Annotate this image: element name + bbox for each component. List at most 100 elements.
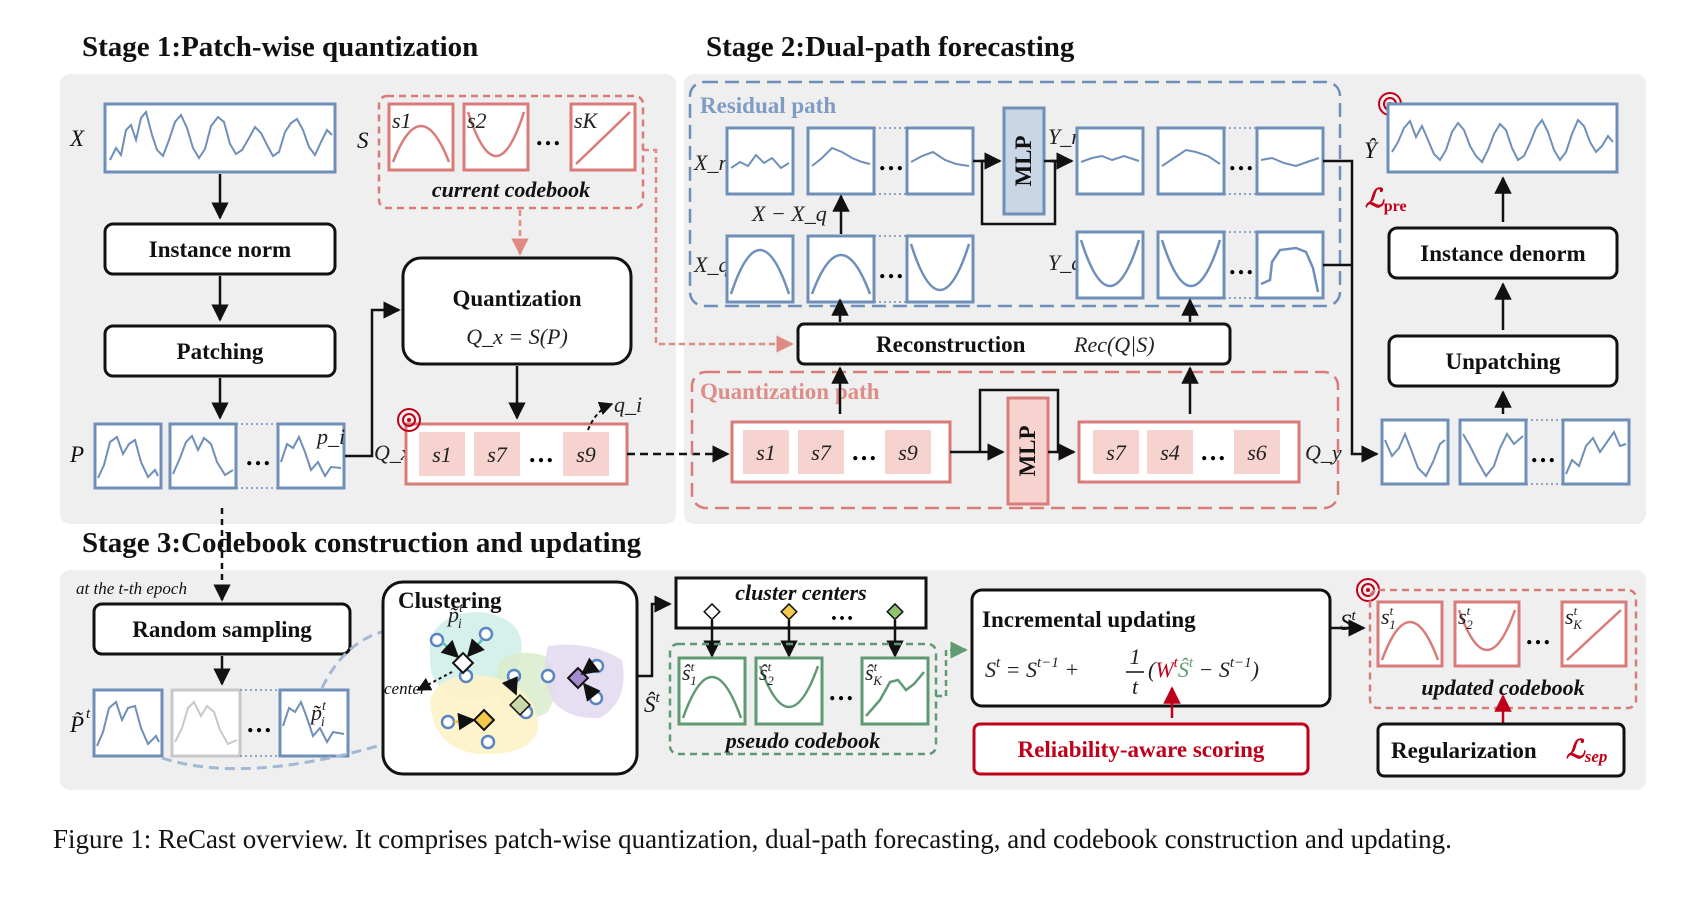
xr-patch-3 <box>905 126 975 196</box>
qpath-in-token-2-text: s7 <box>811 440 832 465</box>
patch-i <box>276 422 346 490</box>
random-sampling-label: Random sampling <box>132 617 312 642</box>
s-hat-text: Ŝ <box>644 691 656 717</box>
current-codebook-caption: current codebook <box>432 177 590 202</box>
qpath-out-token-1-text: s7 <box>1106 440 1127 465</box>
sampled-patches-superscript: t <box>86 706 91 722</box>
stage3-title: Stage 3:Codebook construction and updati… <box>82 527 642 559</box>
codebook-token-k: sK <box>574 108 599 133</box>
patching-label: Patching <box>177 339 264 364</box>
sampled-patch-1 <box>92 688 164 758</box>
output-patch-ellipsis: … <box>1530 439 1556 468</box>
qpath-out-ellipsis: … <box>1200 437 1226 466</box>
qx-token-1 <box>419 432 465 476</box>
qpath-in-token-3-text: s9 <box>898 440 918 465</box>
incremental-updating-box <box>970 588 1332 708</box>
quantization-title: Quantization <box>452 286 581 311</box>
yr-patch-1 <box>1075 126 1145 196</box>
xq-patch-1 <box>725 234 795 304</box>
xr-label: X_r <box>693 150 727 175</box>
output-patch-3 <box>1561 418 1631 486</box>
cluster-centers-box <box>674 576 928 630</box>
regularization-box <box>1376 722 1626 778</box>
qpath-in-token-3 <box>885 430 931 474</box>
svg-text:1: 1 <box>1130 644 1141 669</box>
qpath-out-token-2-text: s4 <box>1160 440 1180 465</box>
incremental-updating-title: Incremental updating <box>982 607 1196 632</box>
qpath-in-token-2 <box>798 430 844 474</box>
instance-norm-box <box>103 222 337 276</box>
reconstruction-formula: Rec(Q|S) <box>1073 332 1155 357</box>
qpath-out-token-1 <box>1093 430 1139 474</box>
qx-ellipsis: … <box>528 439 554 468</box>
qpath-in-ellipsis: … <box>851 437 877 466</box>
input-series-box <box>103 102 337 174</box>
center-marker-teal <box>703 602 721 621</box>
input-label: X <box>69 126 85 151</box>
reconstruction-box <box>796 322 1232 366</box>
patch-1-wave <box>97 435 159 479</box>
patch-i-wave <box>280 434 342 478</box>
qx-token-2-text: s7 <box>487 442 508 467</box>
sampled-patch-ellipsis: … <box>246 709 272 738</box>
reconstruction-label: Reconstruction <box>876 332 1026 357</box>
pseudo-entry-k <box>860 656 930 726</box>
regularization-label: Regularization <box>1391 738 1537 763</box>
quantization-path-title: Quantization path <box>700 379 880 404</box>
instance-denorm-box <box>1387 226 1619 280</box>
reliability-scoring-box <box>972 722 1310 776</box>
cluster-center-green <box>509 694 531 716</box>
pseudo-ellipsis: … <box>828 677 854 706</box>
quantization-path-frame <box>690 370 1340 510</box>
updated-entry-2 <box>1453 600 1521 668</box>
yr-label: Y_r <box>1048 124 1080 149</box>
center-marker-yellow <box>780 602 798 621</box>
codebook-ellipsis: … <box>535 122 561 151</box>
qpath-out-token-3-text: s6 <box>1247 440 1267 465</box>
sampled-patch-2 <box>170 688 242 758</box>
epoch-note: at the t-th epoch <box>76 579 187 598</box>
yq-patch-3 <box>1255 230 1325 300</box>
qpath-out-token-2 <box>1147 430 1193 474</box>
xq-patch-2 <box>806 234 876 304</box>
xq-ellipsis: … <box>878 255 904 284</box>
forecast-series-wave <box>1391 118 1614 164</box>
xq-patch-3 <box>905 234 975 304</box>
center-label: center <box>384 679 427 698</box>
svg-text:St = St−1 +: St = St−1 + <box>985 655 1079 682</box>
xr-patch-1 <box>725 126 795 196</box>
quantization-mlp <box>1006 396 1050 506</box>
output-patch-2 <box>1458 418 1528 486</box>
svg-text:(WtŜt − St−1): (WtŜt − St−1) <box>1148 655 1259 682</box>
loss-sep-subscript: sep <box>1584 747 1608 766</box>
updated-entry-1 <box>1376 600 1444 668</box>
pseudo-entry-1 <box>677 656 747 726</box>
qpath-in-token-1 <box>743 430 789 474</box>
target-icon <box>397 408 421 432</box>
qx-token-3-text: s9 <box>576 442 596 467</box>
codebook-entry-2 <box>462 102 530 172</box>
s-hat-label: Ŝt <box>644 690 661 717</box>
cluster-center-yellow <box>472 708 496 732</box>
xq-label: X_q <box>693 252 729 277</box>
patching-box <box>103 324 337 378</box>
residual-expression: X − X_q <box>751 201 827 226</box>
stage1-title: Stage 1:Patch-wise quantization <box>82 31 478 63</box>
unpatching-box <box>1387 334 1619 388</box>
unpatching-label: Unpatching <box>1445 349 1561 374</box>
patch-2-wave <box>172 434 234 477</box>
yr-ellipsis: … <box>1228 147 1254 176</box>
yq-patch-1 <box>1075 230 1145 300</box>
yq-ellipsis: … <box>1228 251 1254 280</box>
random-sampling-box <box>92 602 352 656</box>
qx-token-2 <box>474 432 520 476</box>
quantization-mlp-label: MLP <box>1015 425 1040 476</box>
qx-token-1-text: s1 <box>432 442 452 467</box>
pseudo-codebook-frame <box>668 642 938 756</box>
incremental-update-equation: St = St−1 + 1 t (WtŜt − St−1) <box>985 644 1259 699</box>
st-label: St <box>1340 608 1357 635</box>
